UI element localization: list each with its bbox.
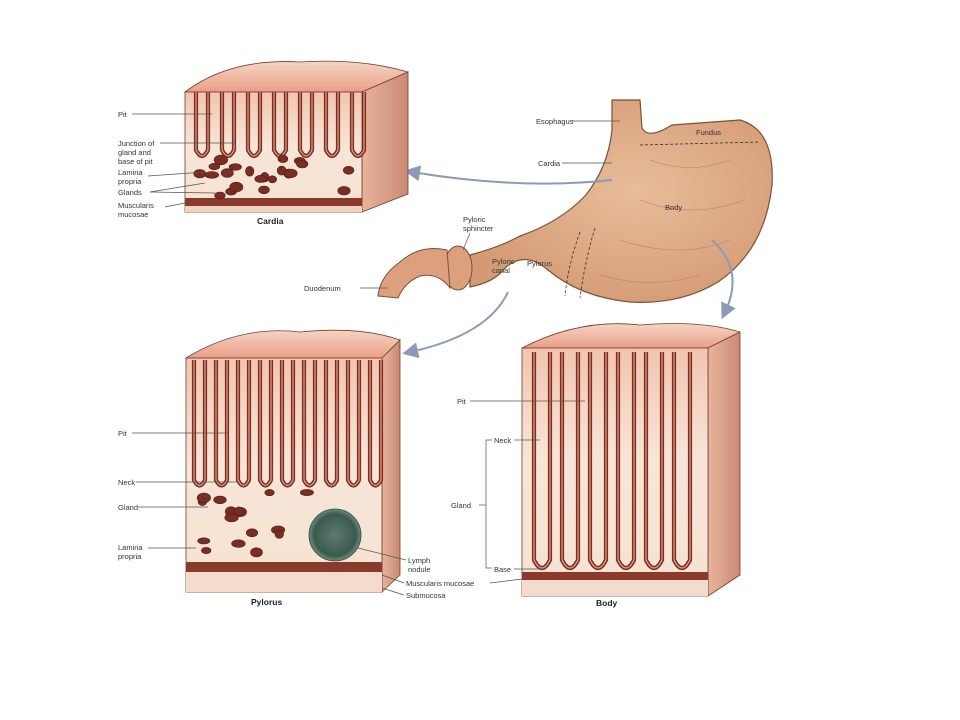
label-pyloric-canal-2: canal <box>492 266 510 275</box>
cardia-tissue-block <box>183 60 410 213</box>
gland-cross-section <box>296 159 309 169</box>
cardia-label-muscularis-2: mucosae <box>118 210 148 219</box>
pylorus-caption: Pylorus <box>251 597 282 607</box>
label-esophagus: Esophagus <box>536 117 574 126</box>
cardia-label-lamina-1: Lamina <box>118 168 143 177</box>
cardia-label-junction-2: gland and <box>118 148 151 157</box>
gland-cross-section <box>274 529 284 539</box>
stomach-illustration <box>377 99 773 303</box>
arrow-to-pylorus <box>402 291 509 359</box>
body-tissue-block <box>521 323 742 597</box>
cardia-caption: Cardia <box>257 216 284 226</box>
gland-cross-section <box>299 489 314 496</box>
pylorus-label-lymph-1: Lymph <box>408 556 430 565</box>
label-duodenum: Duodenum <box>304 284 341 293</box>
gland-cross-section <box>343 166 355 175</box>
gland-cross-section <box>228 163 242 171</box>
gland-cross-section <box>254 174 268 183</box>
arrow-to-body <box>711 239 736 320</box>
gland-cross-section <box>220 168 234 178</box>
gland-cross-section <box>214 191 226 200</box>
gland-cross-section <box>224 513 239 523</box>
gland-cross-section <box>231 539 246 548</box>
pit-lining <box>561 352 579 569</box>
gland-cross-section <box>245 166 255 177</box>
pylorus-tissue-block <box>184 329 401 593</box>
cardia-label-muscularis-1: Muscularis <box>118 201 154 210</box>
body-label-neck: Neck <box>494 436 511 445</box>
gland-cross-section <box>258 185 270 195</box>
pylorus-label-lamina-1: Lamina <box>118 543 143 552</box>
gland-cross-section <box>250 547 263 558</box>
label-pylorus-region: Pylorus <box>527 259 552 268</box>
label-submucosa: Submucosa <box>406 591 446 600</box>
pit-lining <box>325 360 338 487</box>
pit-lining <box>193 360 206 487</box>
gland-cross-section <box>277 154 289 163</box>
gland-cross-section <box>264 489 275 497</box>
pit-lining <box>369 360 382 487</box>
body-label-pit: Pit <box>457 397 467 406</box>
pit-lining <box>259 360 272 487</box>
gland-cross-section <box>337 186 351 196</box>
pit-lining <box>303 360 316 487</box>
label-pyloric-sphincter-2: sphincter <box>463 224 494 233</box>
gland-cross-section <box>284 168 298 178</box>
pit-lining <box>299 92 313 157</box>
pylorus-label-lymph-2: nodule <box>408 565 431 574</box>
pit-lining <box>247 92 261 157</box>
body-caption: Body <box>596 598 618 608</box>
gland-cross-section <box>204 171 220 179</box>
pylorus-label-neck: Neck <box>118 478 135 487</box>
pit-lining <box>645 352 663 569</box>
label-fundus: Fundus <box>696 128 721 137</box>
pit-lining <box>589 352 607 569</box>
pit-lining <box>673 352 691 569</box>
gland-cross-section <box>208 163 221 171</box>
gland-cross-section <box>213 495 227 505</box>
gland-cross-section <box>196 492 211 504</box>
pit-lining <box>221 92 235 157</box>
pit-lining <box>325 92 339 157</box>
arrow-to-cardia <box>404 165 613 185</box>
cardia-label-junction-1: Junction of <box>118 139 155 148</box>
cardia-label-junction-3: base of pit <box>118 157 154 166</box>
pit-lining <box>237 360 250 487</box>
gland-cross-section <box>213 154 228 166</box>
pylorus-label-lamina-2: propria <box>118 552 142 561</box>
pit-lining <box>195 92 209 157</box>
cardia-label-glands: Glands <box>118 188 142 197</box>
pit-lining <box>281 360 294 487</box>
pit-lining <box>347 360 360 487</box>
body-label-base: Base <box>494 565 511 574</box>
label-body-region: Body <box>665 203 682 212</box>
pit-lining <box>215 360 228 487</box>
gland-cross-section <box>233 506 244 516</box>
label-pyloric-sphincter-1: Pyloric <box>463 215 486 224</box>
gland-cross-section <box>229 181 244 193</box>
body-label-gland: Gland <box>451 501 471 510</box>
gland-cross-section <box>197 537 211 545</box>
gland-cross-section <box>267 175 278 184</box>
cardia-label-pit: Pit <box>118 110 128 119</box>
pit-lining <box>351 92 365 157</box>
pit-lining <box>617 352 635 569</box>
pylorus-label-gland: Gland <box>118 503 138 512</box>
pit-lining <box>533 352 551 569</box>
label-pyloric-canal-1: Pyloric <box>492 257 515 266</box>
lymph-nodule <box>308 508 362 562</box>
gland-cross-section <box>246 528 259 538</box>
gland-cross-section <box>201 547 212 554</box>
gland-cross-section <box>193 169 207 179</box>
label-cardia-region: Cardia <box>538 159 561 168</box>
label-muscularis-mucosae: Muscularis mucosae <box>406 579 474 588</box>
pylorus-label-pit: Pit <box>118 429 128 438</box>
cardia-label-lamina-2: propria <box>118 177 142 186</box>
body-gland-bracket <box>485 439 492 569</box>
